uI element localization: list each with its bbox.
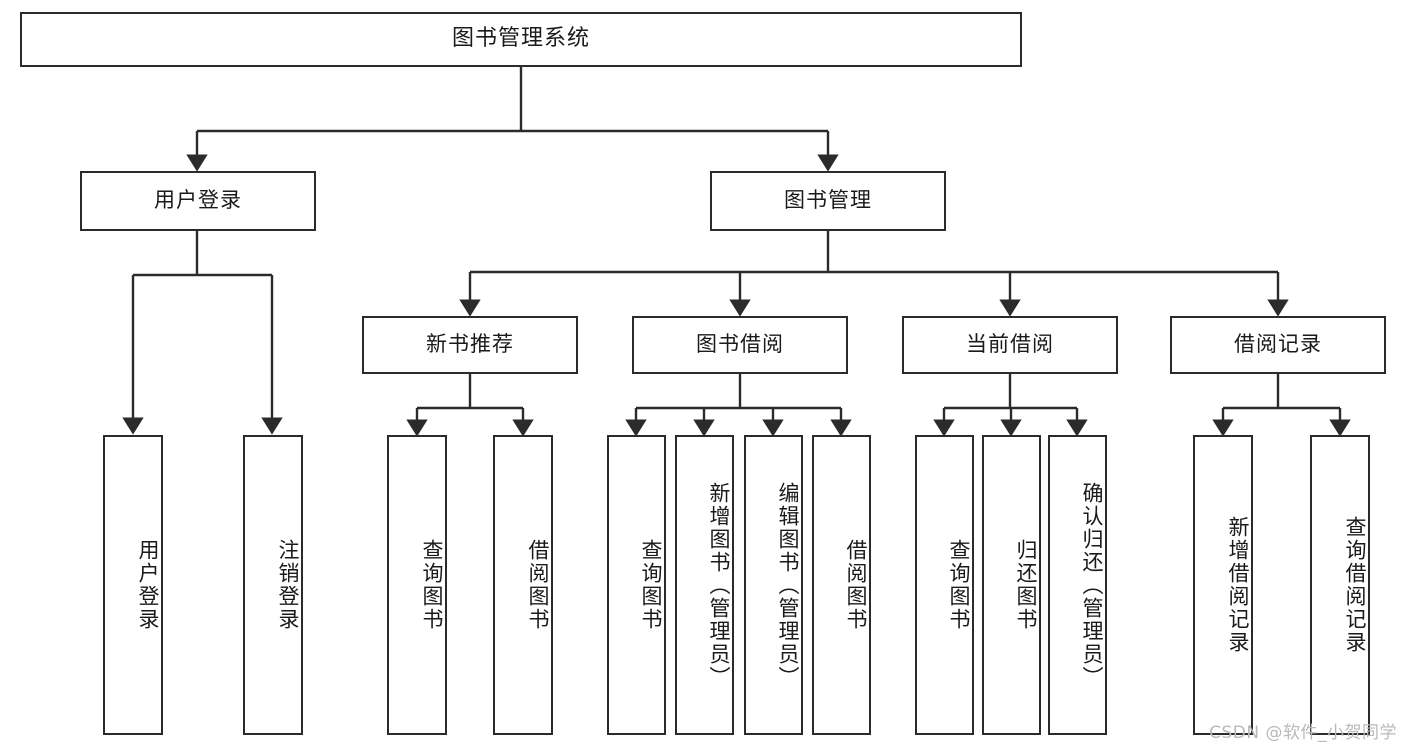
- node-label: 查询图书: [639, 539, 663, 631]
- node-leaf-borrow-book-1[interactable]: 借阅图书: [493, 435, 553, 735]
- node-label: 查询图书: [947, 539, 971, 631]
- node-leaf-return-book[interactable]: 归还图书: [982, 435, 1041, 735]
- node-leaf-query-record[interactable]: 查询借阅记录: [1310, 435, 1370, 735]
- node-label: 借阅图书: [526, 539, 550, 631]
- node-label: 编辑图书（管理员）: [776, 481, 800, 689]
- node-leaf-query-book-3[interactable]: 查询图书: [915, 435, 974, 735]
- node-book-borrow[interactable]: 图书借阅: [632, 316, 848, 374]
- node-current-borrow[interactable]: 当前借阅: [902, 316, 1118, 374]
- node-label: 确认归还（管理员）: [1080, 481, 1104, 689]
- node-leaf-query-book-1[interactable]: 查询图书: [387, 435, 447, 735]
- node-label: 归还图书: [1014, 539, 1038, 631]
- node-borrow-record[interactable]: 借阅记录: [1170, 316, 1386, 374]
- node-user-login[interactable]: 用户登录: [80, 171, 316, 231]
- node-leaf-query-book-2[interactable]: 查询图书: [607, 435, 666, 735]
- node-book-management-system[interactable]: 图书管理系统: [20, 12, 1022, 67]
- csdn-watermark: CSDN @软件_小贺同学: [1209, 723, 1397, 743]
- node-label: 查询图书: [420, 539, 444, 631]
- node-label: 注销登录: [276, 539, 300, 631]
- node-book-management[interactable]: 图书管理: [710, 171, 946, 231]
- node-leaf-add-record[interactable]: 新增借阅记录: [1193, 435, 1253, 735]
- node-leaf-user-login[interactable]: 用户登录: [103, 435, 163, 735]
- node-leaf-edit-book[interactable]: 编辑图书（管理员）: [744, 435, 803, 735]
- node-label: 用户登录: [136, 539, 160, 631]
- node-label: 借阅图书: [844, 539, 868, 631]
- node-leaf-add-book[interactable]: 新增图书（管理员）: [675, 435, 734, 735]
- node-label: 新增图书（管理员）: [707, 481, 731, 689]
- node-label: 查询借阅记录: [1343, 516, 1367, 654]
- node-new-book-recommend[interactable]: 新书推荐: [362, 316, 578, 374]
- node-label: 新增借阅记录: [1226, 516, 1250, 654]
- node-leaf-borrow-book-2[interactable]: 借阅图书: [812, 435, 871, 735]
- node-leaf-confirm-return[interactable]: 确认归还（管理员）: [1048, 435, 1107, 735]
- node-leaf-logout-login[interactable]: 注销登录: [243, 435, 303, 735]
